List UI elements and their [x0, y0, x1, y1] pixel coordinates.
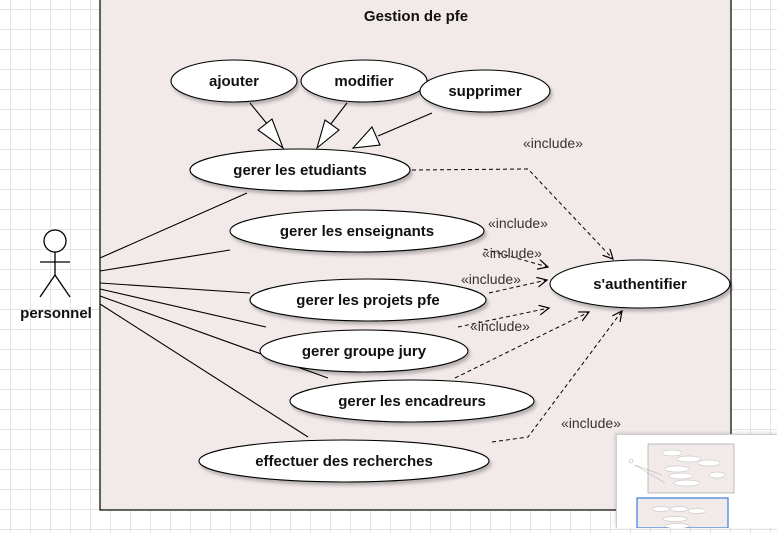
- use-case-modifier[interactable]: modifier: [300, 59, 428, 103]
- use-case-label: supprimer: [448, 83, 522, 100]
- use-case-gerer-etudiants[interactable]: gerer les etudiants: [189, 148, 411, 192]
- use-case-label: modifier: [334, 73, 393, 90]
- association-gerer-enseignants[interactable]: [99, 249, 231, 272]
- actor-personnel[interactable]: [39, 229, 71, 298]
- use-case-ellipse: [249, 278, 487, 322]
- use-case-ellipse: [229, 209, 485, 253]
- use-case-label: gerer les enseignants: [280, 223, 434, 240]
- use-case-label: gerer les etudiants: [233, 162, 366, 179]
- use-case-ellipse: [289, 379, 535, 423]
- use-case-gerer-projets[interactable]: gerer les projets pfe: [249, 278, 487, 322]
- include-label: «include»: [561, 415, 621, 431]
- use-case-ajouter[interactable]: ajouter: [170, 59, 298, 103]
- use-case-label: s'authentifier: [593, 276, 687, 293]
- use-case-ellipse: [189, 148, 411, 192]
- use-case-label: gerer groupe jury: [302, 343, 427, 360]
- use-case-ellipse: [259, 329, 469, 373]
- association-effectuer-recherches[interactable]: [99, 303, 309, 438]
- system-title: Gestion de pfe: [364, 8, 468, 25]
- use-case-gerer-encadreurs[interactable]: gerer les encadreurs: [289, 379, 535, 423]
- association-gerer-etudiants[interactable]: [99, 192, 248, 259]
- use-case-label: effectuer des recherches: [255, 453, 433, 470]
- generalization-line-supprimer[interactable]: [377, 112, 433, 137]
- include-label: «include»: [482, 245, 542, 261]
- use-case-label: gerer les encadreurs: [338, 393, 486, 410]
- use-case-gerer-jury[interactable]: gerer groupe jury: [259, 329, 469, 373]
- use-case-authentifier[interactable]: s'authentifier: [549, 259, 731, 309]
- minimap-thumbnail: [628, 443, 735, 529]
- actor-label: personnel: [20, 305, 92, 322]
- include-labels: «include» «include» «include» «include» …: [461, 135, 621, 431]
- use-case-label: ajouter: [209, 73, 259, 90]
- minimap-shapes: [628, 449, 726, 487]
- include-relations: [411, 168, 622, 443]
- generalization-head-ajouter: [257, 118, 285, 150]
- generalization-line-modifier[interactable]: [329, 102, 348, 126]
- include-label: «include»: [488, 215, 548, 231]
- association-lines: [99, 192, 329, 438]
- use-case-supprimer[interactable]: supprimer: [419, 69, 551, 113]
- use-case-ellipse: [170, 59, 298, 103]
- actor-head: [43, 229, 67, 253]
- generalization-head-modifier: [315, 119, 340, 150]
- actor-right-leg: [54, 274, 71, 298]
- minimap-viewport-shapes: [651, 506, 707, 529]
- use-case-gerer-enseignants[interactable]: gerer les enseignants: [229, 209, 485, 253]
- include-line-encadreurs[interactable]: [454, 312, 589, 379]
- include-line-jury[interactable]: [457, 308, 549, 328]
- include-label: «include»: [470, 318, 530, 334]
- include-line-recherches[interactable]: [491, 311, 622, 443]
- use-case-ellipse: [198, 439, 490, 483]
- use-case-label: gerer les projets pfe: [296, 292, 439, 309]
- include-label: «include»: [523, 135, 583, 151]
- include-line-projets[interactable]: [488, 280, 547, 294]
- use-case-ellipse: [549, 259, 731, 309]
- include-line-etudiants[interactable]: [411, 168, 613, 259]
- generalization-head-supprimer: [351, 126, 381, 149]
- actor-left-leg: [39, 274, 56, 298]
- generalization-line-ajouter[interactable]: [249, 102, 269, 126]
- outline-minimap[interactable]: [616, 434, 777, 529]
- use-case-effectuer-recherches[interactable]: effectuer des recherches: [198, 439, 490, 483]
- generalization-arrows: [249, 102, 433, 150]
- include-label: «include»: [461, 271, 521, 287]
- use-case-ellipse: [419, 69, 551, 113]
- association-gerer-jury[interactable]: [99, 288, 267, 328]
- association-gerer-projets[interactable]: [99, 282, 251, 294]
